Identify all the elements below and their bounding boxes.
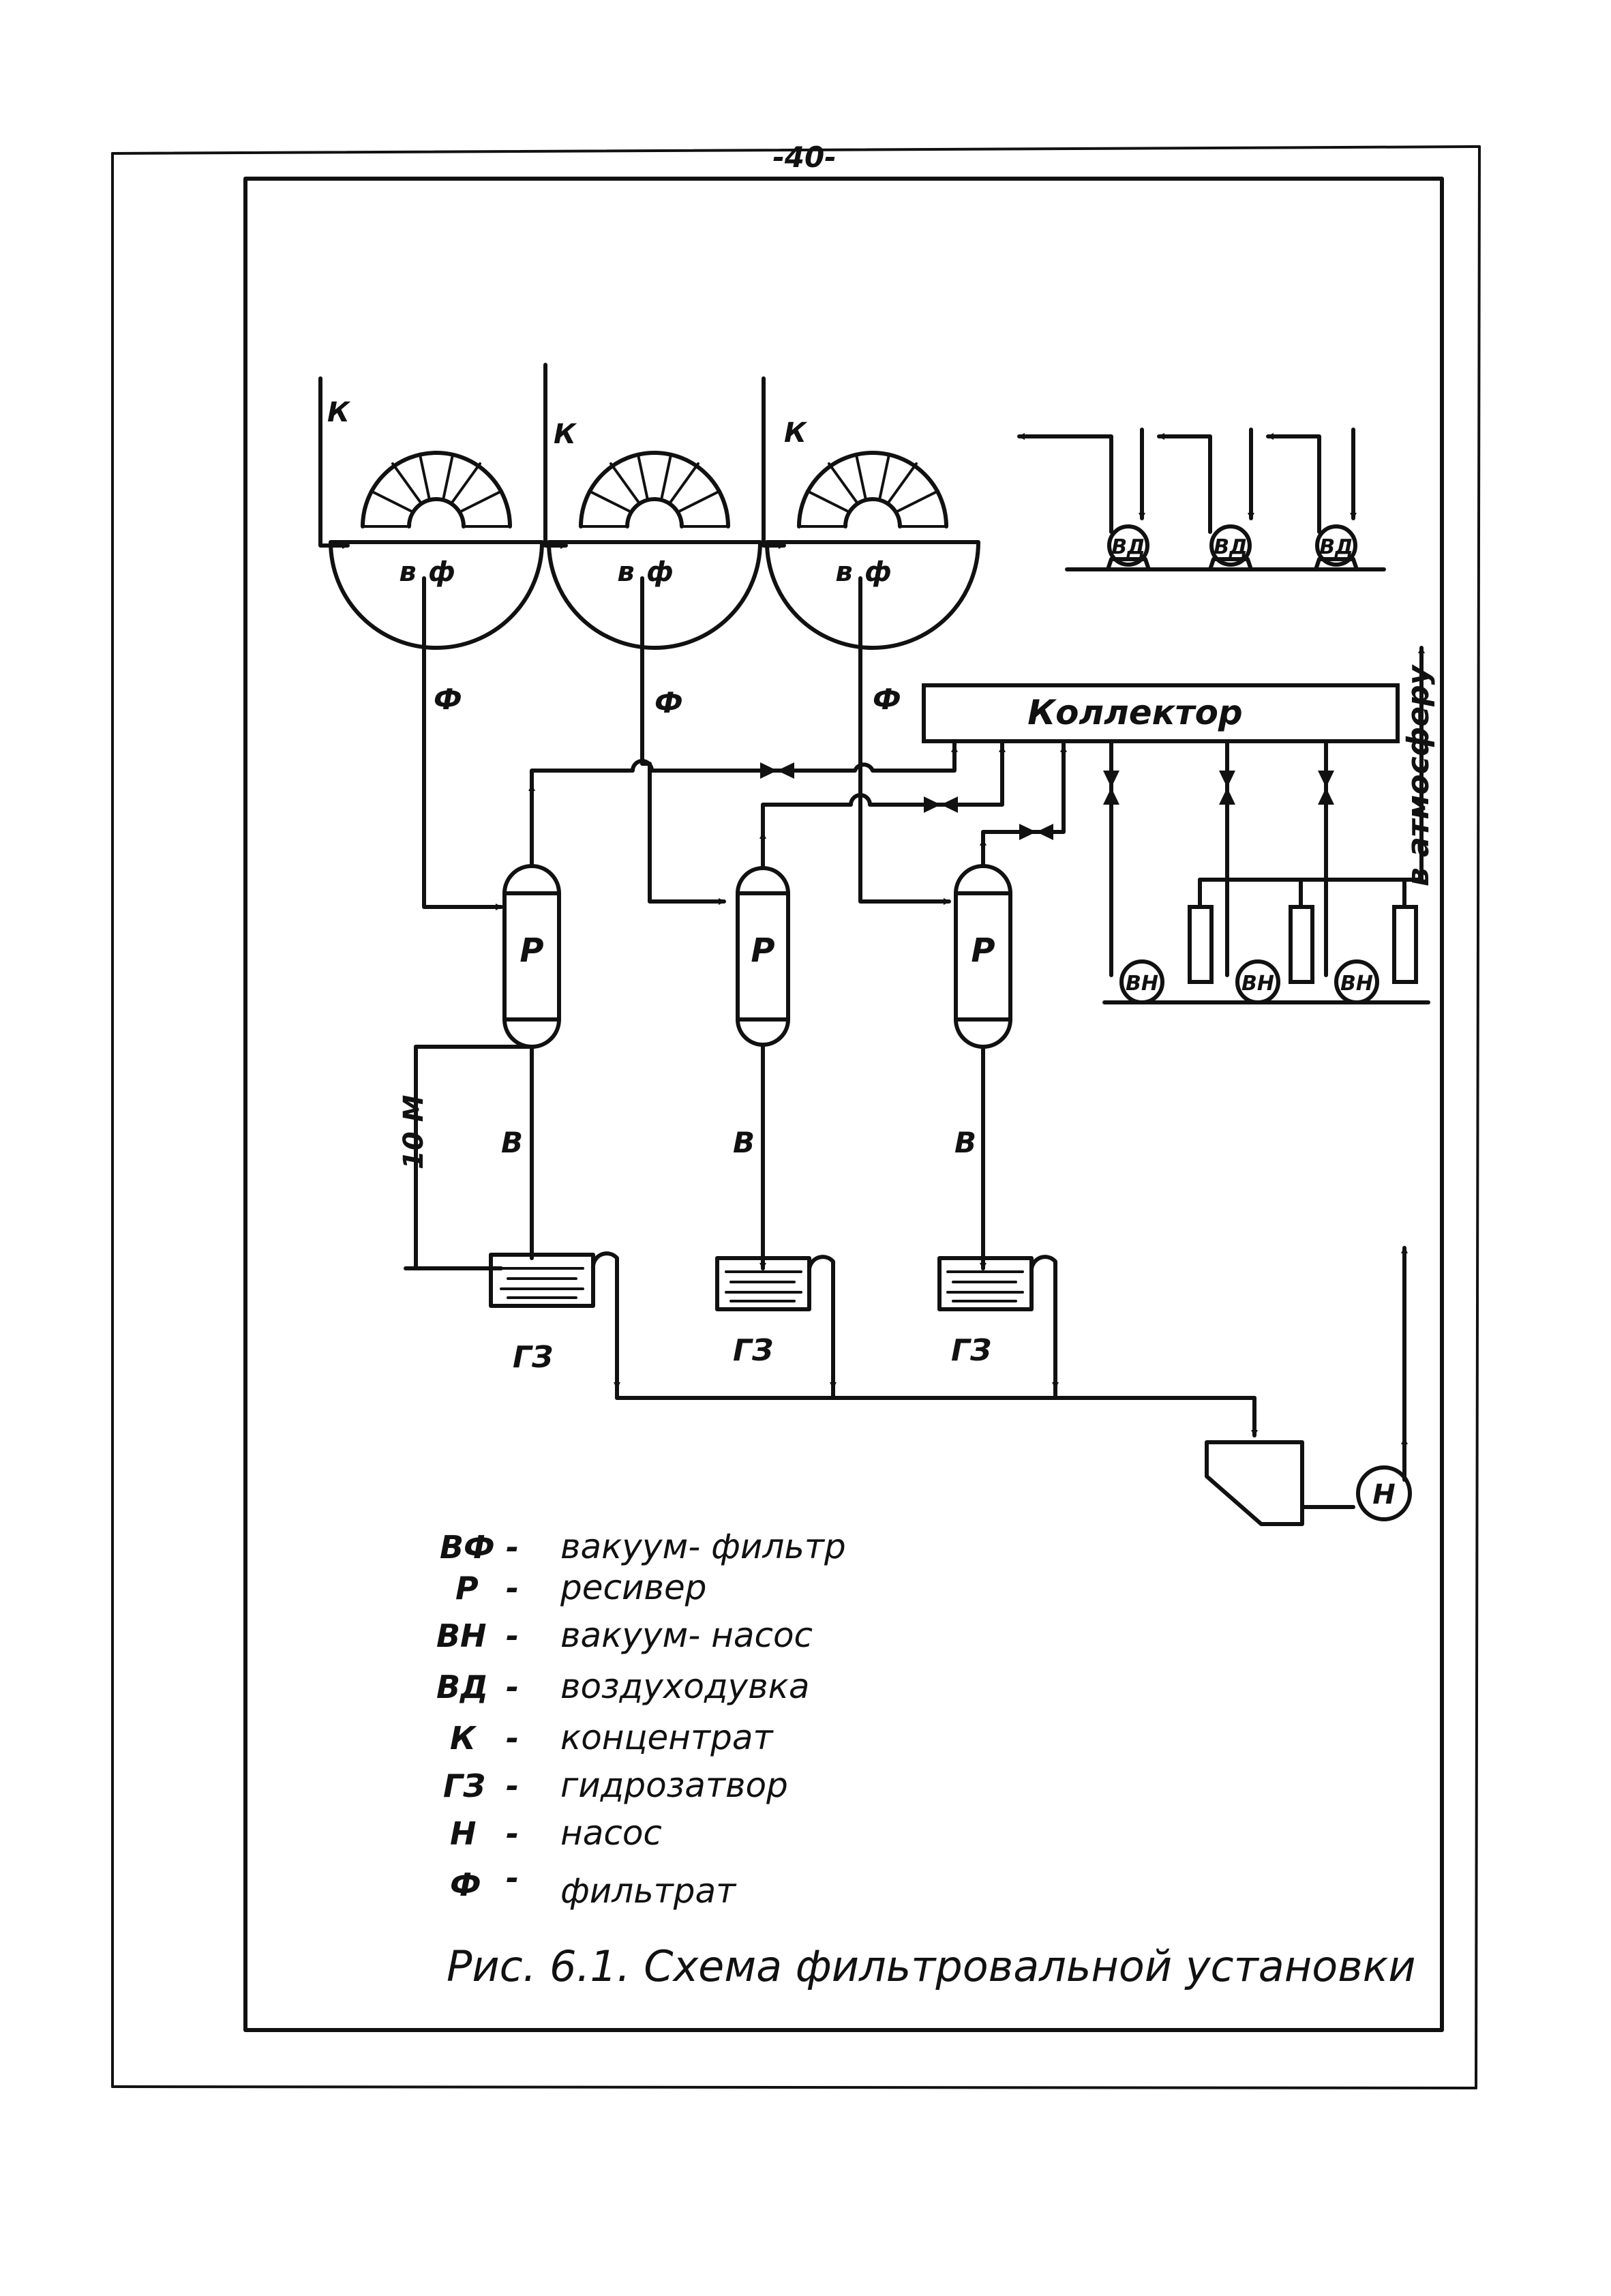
gz-label-2: ГЗ (733, 1333, 773, 1368)
filtrate-lines (422, 576, 951, 910)
svg-text:ресивер: ресивер (560, 1568, 706, 1607)
vacuum-filter-2: в ф (547, 451, 762, 650)
svg-text:концентрат: концентрат (560, 1718, 774, 1757)
legend: ВФ - вакуум- фильтр Р - ресивер ВН - вак… (436, 1527, 846, 1911)
vacuum-pump-1 (1119, 905, 1214, 1004)
blower-2 (1208, 524, 1253, 571)
svg-text:-: - (506, 1669, 519, 1705)
legend-item-n: Н - насос (450, 1813, 662, 1853)
collection-tank (1205, 1440, 1304, 1526)
page-number: -40- (772, 140, 836, 174)
concentrate-feed-lines (318, 363, 786, 549)
svg-text:ВД: ВД (436, 1669, 488, 1705)
blower-3 (1314, 524, 1359, 571)
receiver-label-2: Р (751, 931, 774, 970)
svg-text:Р: Р (455, 1570, 479, 1607)
vd-label-3: ВД (1319, 535, 1353, 559)
svg-text:-: - (506, 1768, 519, 1804)
valve-icon-2 (924, 796, 958, 813)
hydraulic-seal-3 (937, 1255, 1057, 1400)
hydraulic-seal-1 (489, 1251, 619, 1400)
vd-label-2: ВД (1214, 535, 1248, 559)
v-label-3: В (954, 1126, 976, 1159)
atmosphere-label: в атмосферу (1401, 664, 1436, 886)
svg-text:-: - (506, 1720, 519, 1757)
valve-icon-1 (760, 762, 794, 779)
svg-text:вакуум- насос: вакуум- насос (560, 1615, 813, 1655)
height-label: 10 М (398, 1095, 430, 1169)
svg-text:-: - (506, 1529, 519, 1566)
f-label-2: Ф (654, 686, 683, 719)
vf3-v-label: в (835, 556, 852, 588)
legend-item-vf: ВФ - вакуум- фильтр (440, 1527, 846, 1566)
vf2-f-label: ф (646, 556, 674, 588)
receiver-label-1: Р (520, 931, 543, 970)
svg-text:насос: насос (560, 1813, 662, 1853)
svg-text:Н: Н (450, 1815, 477, 1852)
f-label-3: Ф (873, 683, 901, 716)
receiver-1 (502, 864, 561, 1049)
svg-text:ГЗ: ГЗ (443, 1768, 485, 1804)
vf1-v-label: в (399, 556, 416, 588)
vn-label-3: ВН (1340, 972, 1373, 996)
hydraulic-seal-2 (715, 1255, 835, 1400)
vacuum-pump-2 (1235, 905, 1314, 1004)
drain-line (614, 1372, 1258, 1437)
v-label-2: В (733, 1126, 755, 1159)
svg-text:воздуходувка: воздуходувка (560, 1667, 809, 1706)
svg-text:-: - (506, 1617, 519, 1654)
v-label-1: В (501, 1126, 523, 1159)
legend-item-r: Р - ресивер (455, 1568, 706, 1607)
svg-text:Ф: Ф (450, 1866, 481, 1903)
height-dimension (404, 1045, 534, 1270)
figure-caption: Рис. 6.1. Схема фильтровальной установки (447, 1941, 1416, 1991)
barometric-legs (528, 1045, 987, 1270)
svg-text:К: К (450, 1720, 477, 1757)
legend-item-k: К - концентрат (450, 1718, 774, 1757)
collector-label: Коллектор (1027, 693, 1242, 732)
receiver-2 (736, 866, 790, 1047)
svg-text:фильтрат: фильтрат (560, 1871, 737, 1911)
svg-text:ВФ: ВФ (440, 1529, 495, 1566)
vacuum-pump-lines (1103, 646, 1425, 977)
vn-label-1: ВН (1126, 972, 1158, 996)
svg-text:вакуум- фильтр: вакуум- фильтр (560, 1527, 846, 1566)
vacuum-filter-1: в ф (329, 451, 544, 650)
vacuum-filter-3: в ф (765, 451, 980, 650)
svg-text:гидрозатвор: гидрозатвор (560, 1765, 788, 1805)
page-frame (111, 145, 1481, 2089)
svg-text:-: - (506, 1570, 519, 1607)
vf1-f-label: ф (428, 556, 455, 588)
legend-item-f: Ф - фильтрат (450, 1860, 737, 1911)
gz-label-1: ГЗ (513, 1340, 553, 1375)
legend-item-gz: ГЗ - гидрозатвор (443, 1765, 788, 1805)
k-label-2: К (554, 419, 577, 450)
vacuum-lines (528, 739, 1067, 868)
vf2-v-label: в (617, 556, 634, 588)
k-label-1: К (327, 397, 351, 428)
receiver-label-3: Р (971, 931, 995, 970)
f-label-1: Ф (434, 683, 462, 716)
vn-label-2: ВН (1241, 972, 1274, 996)
legend-item-vd: ВД - воздуходувка (436, 1667, 809, 1706)
legend-item-vn: ВН - вакуум- насос (436, 1615, 813, 1655)
vd-label-1: ВД (1111, 535, 1145, 559)
valve-icon-3 (1019, 824, 1053, 840)
gz-label-3: ГЗ (951, 1333, 991, 1368)
pump-n (1300, 1246, 1412, 1521)
collector (922, 683, 1400, 743)
vf3-f-label: ф (864, 556, 892, 588)
svg-text:ВН: ВН (436, 1617, 487, 1654)
blower-lines (1017, 428, 1357, 534)
svg-text:-: - (506, 1860, 519, 1896)
n-label: Н (1372, 1479, 1395, 1510)
receiver-3 (954, 864, 1012, 1049)
svg-text:-: - (506, 1815, 519, 1852)
k-label-3: К (784, 417, 808, 449)
